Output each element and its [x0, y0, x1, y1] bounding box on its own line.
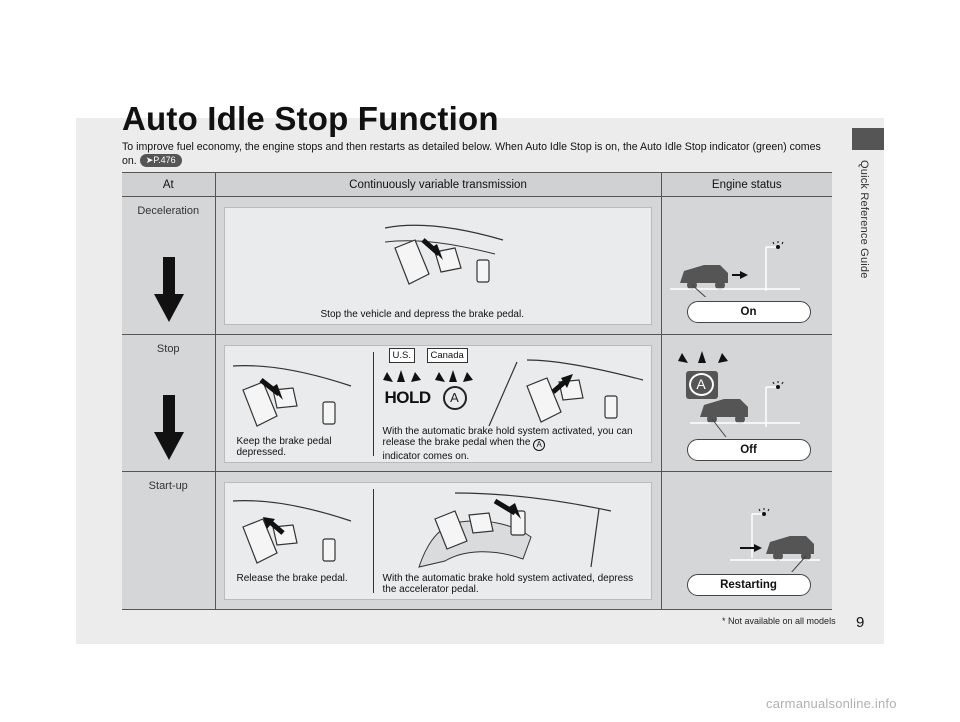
table-row-deceleration: Deceleration Stop the vehicle and depres… — [122, 196, 832, 335]
intro-paragraph: To improve fuel economy, the engine stop… — [122, 140, 832, 168]
auto-idle-stop-indicator-icon: A — [685, 371, 718, 399]
column-divider — [372, 352, 374, 456]
column-header-engine-status: Engine status — [660, 172, 832, 197]
auto-idle-stop-table: At Continuously variable transmission En… — [122, 172, 832, 610]
illustration-panel: Keep the brake pedal depressed. U.S. Can… — [223, 345, 652, 463]
stage-label: Start-up — [148, 480, 188, 492]
indicator-glow-icon — [677, 351, 728, 363]
indicator-glow-icon — [382, 370, 473, 382]
cell-status-deceleration: On — [660, 196, 832, 335]
brake-pedal-release-illustration — [487, 359, 643, 427]
cell-instruction-stop: Keep the brake pedal depressed. U.S. Can… — [214, 334, 661, 472]
page-number: 9 — [856, 614, 865, 631]
instruction-caption: Release the brake pedal. — [236, 573, 348, 584]
instruction-caption: With the automatic brake hold system act… — [382, 426, 633, 462]
illustration-panel: Stop the vehicle and depress the brake p… — [223, 207, 652, 325]
instruction-caption: Keep the brake pedal depressed. — [236, 436, 332, 458]
column-header-at: At — [122, 172, 215, 197]
instruction-caption: With the automatic brake hold system act… — [382, 573, 634, 595]
cell-at-deceleration: Deceleration — [122, 196, 215, 335]
accelerator-pedal-illustration — [417, 492, 611, 568]
arrow-down-icon — [154, 395, 184, 461]
column-divider — [372, 489, 374, 593]
page-reference-link[interactable]: ➤P.476 — [139, 154, 182, 167]
intro-text: To improve fuel economy, the engine stop… — [122, 141, 821, 167]
arrow-down-icon — [154, 257, 184, 323]
footnote: * Not available on all models — [722, 616, 836, 626]
stage-label: Stop — [156, 343, 180, 355]
column-header-transmission: Continuously variable transmission — [214, 172, 661, 197]
engine-status-off: Off — [686, 439, 811, 461]
instruction-caption: Stop the vehicle and depress the brake p… — [320, 309, 524, 320]
stopped-car-icon — [689, 381, 800, 437]
brake-pedal-illustration — [232, 365, 351, 427]
page-title: Auto Idle Stop Function — [122, 100, 499, 137]
cell-at-start-up: Start-up — [122, 471, 215, 610]
engine-status-on: On — [686, 301, 811, 323]
section-tab-label: Quick Reference Guide — [858, 160, 870, 279]
region-badge-us: U.S. — [388, 348, 415, 363]
section-tab-marker — [852, 128, 884, 150]
engine-status-restarting: Restarting — [686, 574, 811, 596]
watermark: carmanualsonline.info — [766, 696, 897, 711]
brake-pedal-illustration — [384, 224, 503, 285]
table-row-stop: Stop Keep the brake pedal depressed. — [122, 334, 832, 472]
cell-instruction-deceleration: Stop the vehicle and depress the brake p… — [214, 196, 661, 335]
brake-hold-indicator-us: HOLD — [384, 388, 432, 407]
decelerating-car-icon — [669, 241, 800, 297]
brake-pedal-illustration — [232, 500, 351, 564]
brake-hold-indicator-canada: A — [442, 386, 467, 410]
brake-hold-indicator-icon: A — [533, 439, 546, 451]
cell-status-start-up: Restarting — [660, 471, 832, 610]
cell-instruction-start-up: Release the brake pedal. With the automa… — [214, 471, 661, 610]
cell-at-stop: Stop — [122, 334, 215, 472]
table-row-start-up: Start-up Release the brake pedal. — [122, 471, 832, 610]
stage-label: Deceleration — [137, 205, 200, 217]
illustration-panel: Release the brake pedal. With the automa… — [223, 482, 652, 600]
restarting-car-icon — [729, 508, 820, 572]
region-badge-canada: Canada — [426, 348, 468, 363]
cell-status-stop: A Off — [660, 334, 832, 472]
